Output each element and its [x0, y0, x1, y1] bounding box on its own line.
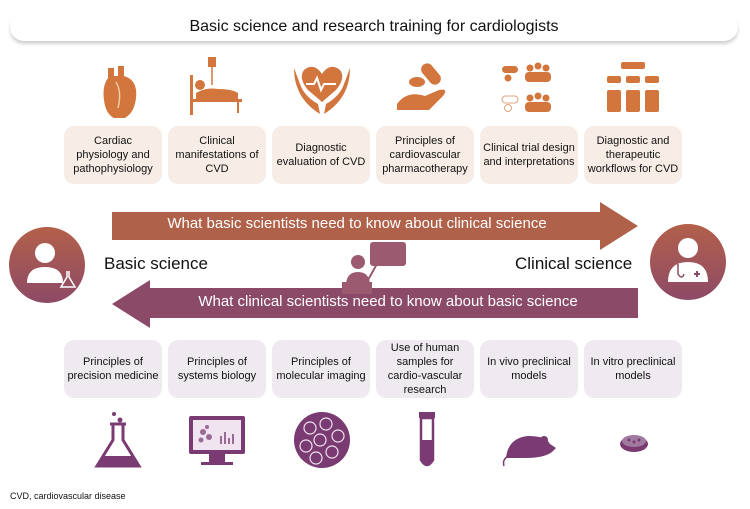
footnote: CVD, cardiovascular disease — [10, 491, 126, 501]
arrow-to-clinical — [112, 202, 638, 250]
clinical-science-label: Clinical science — [515, 254, 633, 273]
scientist-icon — [27, 243, 77, 288]
basic-science-label: Basic science — [104, 254, 208, 273]
heart-anatomy-icon — [103, 66, 137, 118]
clinical-topic-box: Diagnostic evaluation of CVD — [272, 126, 370, 184]
clinical-topic-box: Principles of cardiovascular pharmacothe… — [376, 126, 474, 184]
basic-topic-box: Principles of molecular imaging — [272, 340, 370, 398]
teacher-icon — [342, 242, 406, 294]
clinical-topic-box: Clinical trial design and interpretation… — [480, 126, 578, 184]
flowchart-icon — [607, 62, 659, 112]
basic-topic-box: In vivo preclinical models — [480, 340, 578, 398]
doctor-icon — [668, 238, 708, 282]
cells-icon — [294, 412, 350, 468]
hand-pills-icon — [397, 63, 446, 110]
basic-topic-box: In vitro preclinical models — [584, 340, 682, 398]
clinical-topic-box: Clinical manifestations of CVD — [168, 126, 266, 184]
clinical-topic-box: Diagnostic and therapeutic workflows for… — [584, 126, 682, 184]
hands-heart-icon — [294, 66, 350, 114]
arrow-to-clinical-label: What basic scientists need to know about… — [167, 215, 547, 232]
arrow-to-basic-label: What clinical scientists need to know ab… — [198, 293, 578, 310]
pills-groups-icon — [501, 62, 551, 112]
hospital-bed-icon — [190, 57, 242, 115]
flask-icon — [94, 412, 142, 468]
mouse-icon — [502, 436, 556, 467]
basic-topic-box: Principles of precision medicine — [64, 340, 162, 398]
basic-scientist-avatar — [9, 227, 85, 303]
clinician-avatar — [650, 224, 726, 300]
clinical-topic-box: Cardiac physiology and pathophysiology — [64, 126, 162, 184]
test-tube-icon — [419, 412, 435, 467]
monitor-icon — [189, 416, 245, 465]
basic-topic-box: Use of human samples for cardio-vascular… — [376, 340, 474, 398]
arrow-to-basic — [112, 280, 638, 328]
petri-dish-icon — [620, 435, 648, 452]
basic-topic-box: Principles of systems biology — [168, 340, 266, 398]
page-title: Basic science and research training for … — [10, 13, 738, 41]
